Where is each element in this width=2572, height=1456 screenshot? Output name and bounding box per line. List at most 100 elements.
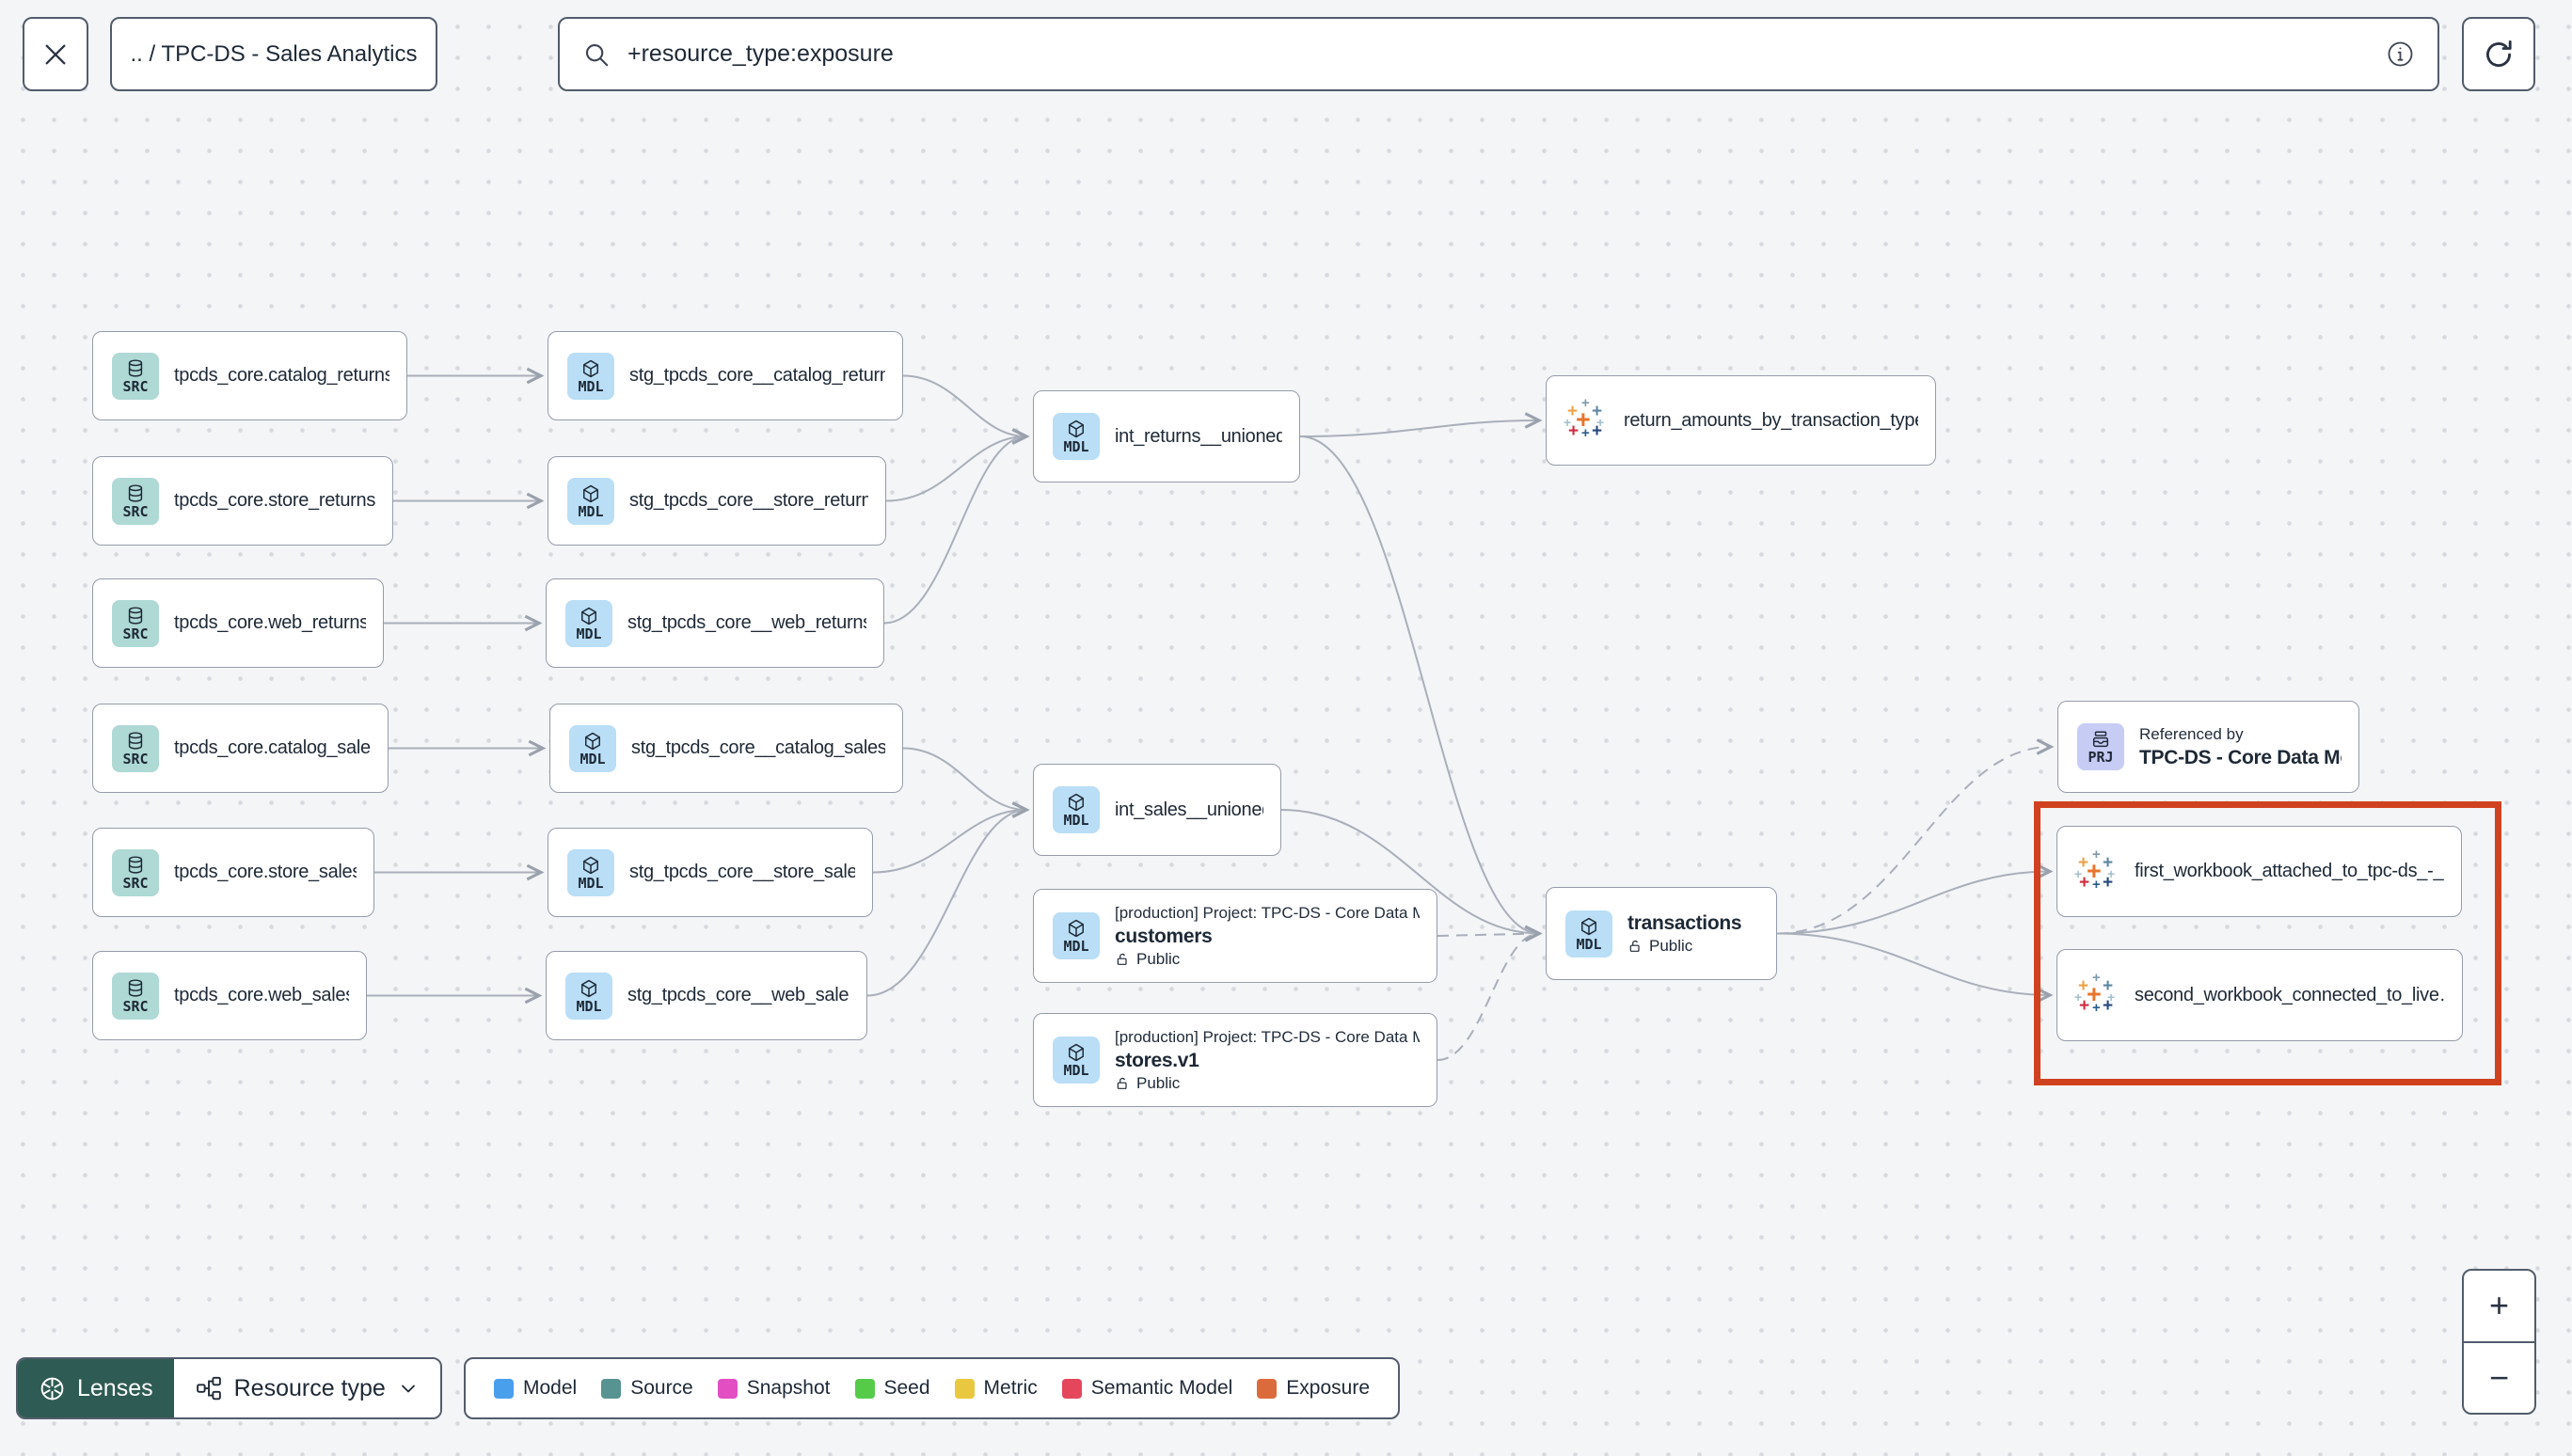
node-stg_store_sales[interactable]: MDL stg_tpcds_core__store_sales: [548, 828, 873, 917]
access-label: Public: [1136, 1073, 1181, 1092]
cube-icon: [1069, 919, 1084, 938]
breadcrumb[interactable]: .. / TPC-DS - Sales Analytics: [110, 17, 437, 91]
node-label: stg_tpcds_core__web_returns: [627, 612, 866, 633]
legend-item: Seed: [854, 1377, 930, 1400]
model-badge: MDL: [567, 352, 614, 400]
legend-swatch: [717, 1378, 738, 1399]
node-label: tpcds_core.catalog_sales: [174, 737, 371, 758]
access-label: Public: [1649, 937, 1693, 955]
node-label: tpcds_core.web_sales: [174, 985, 349, 1005]
badge-label: SRC: [122, 750, 149, 768]
node-label: int_returns__unioned: [1115, 425, 1282, 447]
node-label: stg_tpcds_core__store_sales: [629, 862, 855, 882]
node-access: Public: [1115, 949, 1420, 970]
badge-label: PRJ: [2088, 749, 2114, 766]
refresh-icon: [2486, 40, 2512, 67]
node-label: tpcds_core.web_returns: [174, 612, 366, 633]
database-icon: [128, 731, 143, 750]
node-access: Public: [1627, 936, 1741, 957]
resource-type-label: Resource type: [233, 1374, 386, 1401]
zoom-in-button[interactable]: +: [2464, 1271, 2534, 1341]
node-stores[interactable]: MDL [production] Project: TPC-DS - Core D…: [1033, 1013, 1437, 1107]
legend-item: Source: [601, 1377, 693, 1400]
cube-icon: [585, 732, 600, 750]
node-stg_store_returns[interactable]: MDL stg_tpcds_core__store_returns: [548, 456, 886, 546]
node-return_amounts[interactable]: +++++++++return_amounts_by_transaction_t…: [1546, 375, 1936, 466]
source-badge: SRC: [112, 724, 159, 772]
legend-swatch: [1257, 1378, 1278, 1399]
access-label: Public: [1136, 949, 1181, 968]
lenses-toolbar: Lenses Resource type: [16, 1357, 442, 1419]
node-first_workbook[interactable]: +++++++++first_workbook_attached_to_tpc-…: [2056, 826, 2462, 917]
zoom-out-button[interactable]: −: [2464, 1343, 2534, 1414]
node-src_catalog_sales[interactable]: SRC tpcds_core.catalog_sales: [92, 704, 389, 793]
legend-item: Exposure: [1257, 1377, 1370, 1400]
cube-icon: [583, 484, 598, 502]
model-badge: MDL: [567, 848, 614, 896]
node-second_workbook[interactable]: +++++++++second_workbook_connected_to_li…: [2056, 949, 2463, 1041]
lock-open-icon: [1629, 940, 1640, 952]
legend-swatch: [954, 1378, 975, 1399]
info-icon[interactable]: [2386, 40, 2415, 69]
legend-swatch: [601, 1378, 622, 1399]
resource-type-dropdown[interactable]: Resource type: [173, 1359, 440, 1417]
legend-label: Seed: [883, 1377, 930, 1399]
node-sublabel: [production] Project: TPC-DS - Core Data…: [1115, 1027, 1420, 1046]
node-label: return_amounts_by_transaction_type: [1624, 409, 1918, 431]
cube-icon: [581, 979, 596, 997]
close-button[interactable]: [23, 17, 88, 91]
node-label: TPC-DS - Core Data Models: [2139, 746, 2342, 768]
source-badge: SRC: [112, 477, 159, 525]
cube-icon: [581, 607, 596, 625]
legend-item: Snapshot: [717, 1377, 831, 1400]
node-int_returns[interactable]: MDL int_returns__unioned: [1033, 390, 1300, 483]
legend-label: Semantic Model: [1090, 1377, 1233, 1399]
node-prj[interactable]: PRJ Referenced by TPC-DS - Core Data Model…: [2057, 701, 2359, 793]
legend-label: Snapshot: [746, 1377, 831, 1399]
badge-label: MDL: [578, 377, 604, 395]
node-customers[interactable]: MDL[production] Project: TPC-DS - Core D…: [1033, 889, 1437, 983]
lenses-label: Lenses: [77, 1374, 153, 1401]
badge-label: MDL: [576, 625, 602, 642]
cube-icon: [583, 359, 598, 377]
model-badge: MDL: [565, 599, 612, 647]
lock-open-icon: [1117, 953, 1127, 965]
database-icon: [128, 978, 143, 997]
model-badge: MDL: [565, 972, 612, 1020]
node-int_sales[interactable]: MDL int_sales__unioned: [1033, 764, 1281, 856]
node-src_web_sales[interactable]: SRC tpcds_core.web_sales: [92, 951, 367, 1040]
cube-icon: [1069, 419, 1084, 438]
badge-label: MDL: [578, 874, 604, 892]
node-label: tpcds_core.catalog_returns: [174, 365, 389, 386]
badge-label: MDL: [1063, 438, 1089, 455]
model-badge: MDL: [1053, 786, 1100, 833]
inbox-stack-icon: [2092, 731, 2109, 748]
refresh-button[interactable]: [2462, 17, 2535, 91]
database-icon: [128, 358, 143, 377]
node-access: Public: [1115, 1073, 1420, 1094]
node-label: int_sales__unioned: [1115, 799, 1263, 820]
search-input[interactable]: [626, 40, 2371, 69]
cube-icon: [583, 856, 598, 874]
badge-label: MDL: [1063, 1062, 1089, 1079]
model-badge: MDL: [567, 477, 614, 525]
source-badge: SRC: [112, 972, 159, 1020]
node-sublabel: Referenced by: [2139, 724, 2244, 743]
node-label: stg_tpcds_core__store_returns: [629, 490, 868, 511]
cube-icon: [1069, 793, 1084, 812]
node-stg_web_returns[interactable]: MDL stg_tpcds_core__web_returns: [546, 578, 884, 668]
lenses-button[interactable]: Lenses: [18, 1359, 174, 1417]
model-badge: MDL: [1053, 1037, 1100, 1084]
model-badge: MDL: [1053, 413, 1100, 460]
node-label: customers: [1115, 925, 1213, 947]
